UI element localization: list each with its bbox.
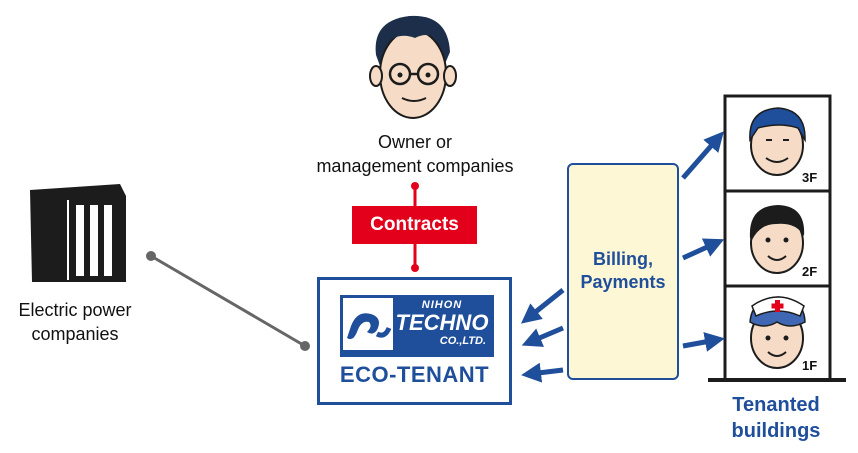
floor-label-3f: 3F [802,170,818,185]
logo-line1: NIHON [421,299,463,311]
owner-face-icon [369,15,457,119]
contracts-badge: Contracts [352,206,477,244]
power-plant-icon [30,184,126,282]
tenanted-buildings-label: Tenanted buildings [716,392,836,444]
billing-box [567,163,679,380]
floor-label-2f: 2F [802,264,818,279]
tenanted-label-line1: Tenanted [732,394,820,416]
billing-label-line1: Billing, [593,249,653,269]
power-label-line2: companies [31,324,119,344]
logo-text: NIHON TECHNO CO.,LTD. [394,298,490,348]
owner-label: Owner or management companies [290,130,540,178]
billing-label: Billing, Payments [567,248,679,294]
logo-line2: TECHNO [395,310,489,335]
logo-mark-icon [343,298,393,350]
billing-to-tenants-arrows [681,131,725,352]
floor-label-1f: 1F [802,358,818,373]
tenant-1f-nurse-face-icon [749,296,806,369]
eco-tenant-name: ECO-TENANT [339,362,490,387]
tenant-3f-face-icon [749,107,806,176]
power-company-label: Electric power companies [0,298,150,346]
tenant-2f-face-icon [749,205,805,274]
contracts-label: Contracts [370,214,459,235]
owner-label-line1: Owner or [377,132,453,152]
logo-line3: CO.,LTD. [439,335,486,347]
power-connector [146,251,310,351]
tenanted-label-line2: buildings [731,420,821,442]
billing-label-line2: Payments [580,272,666,292]
power-label-line1: Electric power [18,300,132,320]
billing-to-eco-tenant-arrows [520,288,565,383]
owner-label-line2: management companies [316,156,514,176]
